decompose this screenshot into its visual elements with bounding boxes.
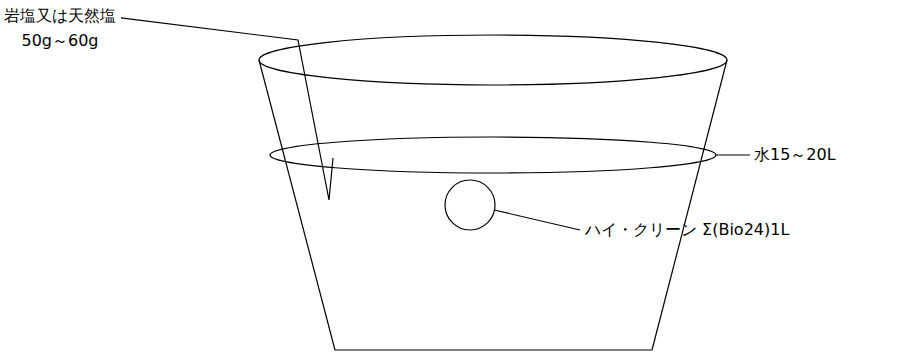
bucket-wall: [259, 60, 335, 350]
label-text: 水15～20L: [754, 143, 836, 168]
leader-line: [494, 210, 580, 230]
bucket-bottom: [335, 349, 652, 350]
salt-leader-line: [121, 18, 333, 200]
label-text: 岩塩又は天然塩 50g～60g: [4, 4, 116, 54]
bucket-wall: [652, 60, 727, 350]
label-text: ハイ・クリーン Σ(Bio24)1L: [585, 218, 789, 243]
leader-line: [716, 154, 750, 155]
water-surface: [270, 137, 716, 173]
bottle-symbol: [445, 180, 495, 230]
bucket-rim: [259, 35, 727, 85]
